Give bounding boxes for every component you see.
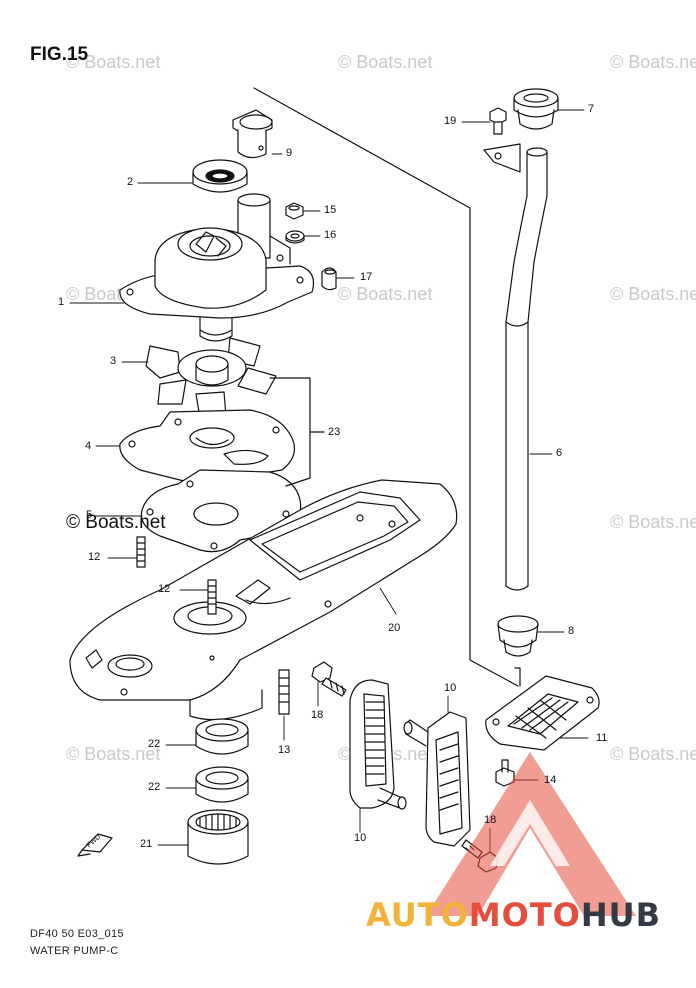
part-16-washer [285, 230, 305, 244]
callout-15: 15 [324, 204, 337, 216]
part-3-impeller [145, 337, 277, 419]
fwd-arrow-icon [77, 833, 113, 857]
callout-11: 11 [596, 732, 608, 744]
part-9-sleeve [232, 109, 273, 159]
part-6-water-tube [483, 143, 548, 591]
part-10-water-strainer-left [349, 679, 407, 810]
part-14-bolt [495, 759, 515, 787]
part-13-stud [278, 669, 290, 715]
part-12-stud [136, 536, 146, 568]
callout-18: 18 [311, 709, 324, 721]
logo-part-auto: AUTO [366, 896, 469, 934]
callout-10: 10 [444, 682, 457, 694]
part-15-nut [285, 202, 304, 220]
part-20-housing-plate [69, 479, 458, 721]
watermark: © Boats.net [66, 52, 161, 72]
part-11-screen-plate [485, 675, 600, 751]
watermark: © Boats.net [338, 284, 433, 304]
part-19-bolt [489, 107, 507, 135]
callout-9: 9 [286, 147, 293, 159]
callout-8: 8 [568, 625, 575, 637]
part-1-pump-case [119, 193, 315, 342]
automotohub-triangle-icon [426, 752, 636, 916]
watermark: © Boats.net [610, 52, 696, 72]
callout-23: 23 [328, 426, 341, 438]
callout-6: 6 [556, 447, 563, 459]
part-17-key [321, 267, 337, 291]
callout-22: 22 [148, 781, 161, 793]
callout-10: 10 [354, 832, 367, 844]
part-7-grommet [513, 88, 559, 130]
callout-4: 4 [85, 440, 92, 452]
part-22-oil-seal [195, 766, 249, 803]
part-2-oil-seal [192, 159, 248, 193]
callout-13: 13 [278, 744, 291, 756]
watermark: © Boats.net [66, 744, 161, 764]
callout-7: 7 [588, 103, 595, 115]
callout-12: 12 [88, 551, 101, 563]
automotohub-logo: AUTOMOTOHUB [366, 896, 661, 934]
callout-5: 5 [86, 509, 93, 521]
callout-19: 19 [444, 115, 457, 127]
callout-17: 17 [360, 271, 373, 283]
part-4-guide-plate [119, 409, 295, 488]
callout-20: 20 [388, 622, 401, 634]
figure-caption: WATER PUMP-C [30, 945, 119, 957]
callout-12: 12 [158, 583, 171, 595]
part-21-needle-bearing [187, 809, 249, 865]
watermark: © Boats.net [610, 512, 696, 532]
figure-title: FIG.15 [30, 44, 89, 65]
figure-code: DF40 50 E03_015 [30, 928, 124, 940]
callout-16: 16 [324, 229, 337, 241]
part-12-stud [207, 579, 217, 615]
part-8-grommet [497, 615, 539, 657]
watermark: © Boats.net [610, 744, 696, 764]
watermark: © Boats.net [610, 284, 696, 304]
callout-3: 3 [110, 355, 117, 367]
logo-part-moto: MOTO [468, 896, 581, 934]
callout-14: 14 [544, 774, 557, 786]
bracket-23 [269, 377, 311, 487]
callout-21: 21 [140, 838, 153, 850]
part-5-gasket [140, 469, 302, 553]
part-10-water-strainer-right [403, 711, 471, 847]
callout-1: 1 [58, 296, 65, 308]
watermark-dark: © Boats.net [66, 512, 166, 533]
part-18-screw [311, 661, 347, 697]
watermark: © Boats.net [338, 52, 433, 72]
logo-part-hub: HUB [580, 896, 662, 934]
callout-2: 2 [127, 176, 134, 188]
part-22-oil-seal [195, 718, 249, 755]
assembly-bracket-lines [253, 87, 521, 687]
callout-22: 22 [148, 738, 161, 750]
callout-18: 18 [484, 814, 497, 826]
